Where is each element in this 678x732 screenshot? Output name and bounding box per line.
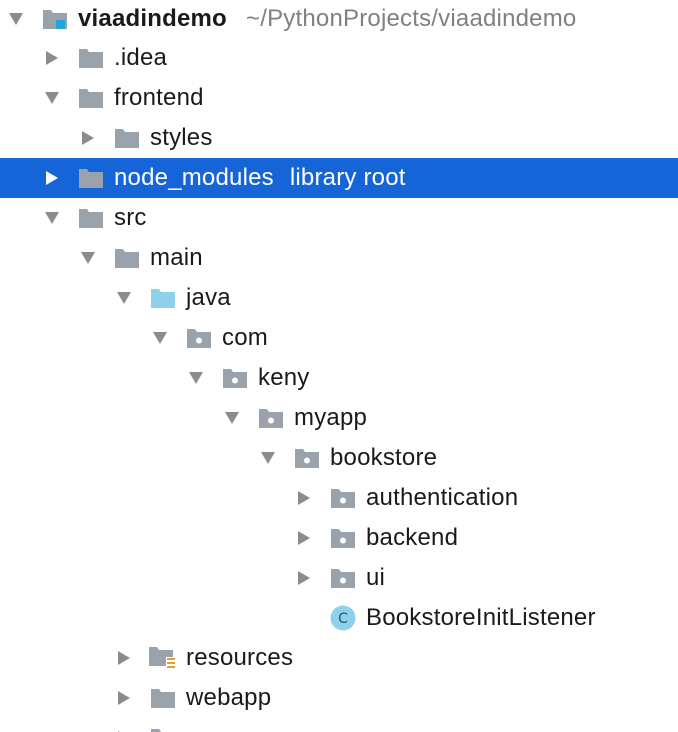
tree-row-partial[interactable] xyxy=(0,718,678,732)
tree-row-java[interactable]: java xyxy=(0,278,678,318)
chevron-down-icon[interactable] xyxy=(42,78,62,118)
folder-icon xyxy=(76,38,106,78)
package-icon xyxy=(328,478,358,518)
tree-row-idea[interactable]: .idea xyxy=(0,38,678,78)
tree-row-resources[interactable]: resources xyxy=(0,638,678,678)
package-icon xyxy=(292,438,322,478)
chevron-down-icon[interactable] xyxy=(78,238,98,278)
tree-item-label: webapp xyxy=(186,684,272,711)
package-icon xyxy=(184,318,214,358)
chevron-down-icon[interactable] xyxy=(258,438,278,478)
tree-item-label: frontend xyxy=(114,84,204,111)
folder-icon xyxy=(148,678,178,718)
chevron-down-icon[interactable] xyxy=(6,0,26,38)
tree-row-webapp[interactable]: webapp xyxy=(0,678,678,718)
chevron-right-icon[interactable] xyxy=(294,518,314,558)
chevron-right-icon[interactable] xyxy=(42,158,62,198)
folder-icon xyxy=(76,158,106,198)
package-icon xyxy=(328,558,358,598)
tree-row-project-root[interactable]: viaadindemo ~/PythonProjects/viaadindemo xyxy=(0,0,678,38)
tree-row-bookstore[interactable]: bookstore xyxy=(0,438,678,478)
project-path: ~/PythonProjects/viaadindemo xyxy=(246,5,577,32)
tree-row-keny[interactable]: keny xyxy=(0,358,678,398)
tree-item-label: styles xyxy=(150,124,213,151)
chevron-right-icon[interactable] xyxy=(114,678,134,718)
folder-icon xyxy=(76,198,106,238)
chevron-down-icon[interactable] xyxy=(114,278,134,318)
folder-icon xyxy=(148,718,178,732)
tree-item-label: resources xyxy=(186,644,294,671)
package-icon xyxy=(256,398,286,438)
resources-folder-icon xyxy=(148,638,178,678)
tree-item-label: ui xyxy=(366,564,386,591)
package-icon xyxy=(328,518,358,558)
folder-icon xyxy=(112,238,142,278)
tree-row-main[interactable]: main xyxy=(0,238,678,278)
tree-item-label: myapp xyxy=(294,404,368,431)
class-icon: C xyxy=(328,598,358,638)
chevron-down-icon[interactable] xyxy=(222,398,242,438)
tree-row-myapp[interactable]: myapp xyxy=(0,398,678,438)
library-root-hint: library root xyxy=(289,164,406,191)
project-name: viaadindemo xyxy=(78,5,227,32)
tree-item-label: BookstoreInitListener xyxy=(366,604,596,631)
tree-row-ui[interactable]: ui xyxy=(0,558,678,598)
tree-item-label: authentication xyxy=(366,484,519,511)
tree-row-src[interactable]: src xyxy=(0,198,678,238)
tree-item-label: node_modules library root xyxy=(114,158,406,198)
package-icon xyxy=(220,358,250,398)
tree-item-label: keny xyxy=(258,364,310,391)
tree-row-authentication[interactable]: authentication xyxy=(0,478,678,518)
chevron-down-icon[interactable] xyxy=(42,198,62,238)
chevron-right-icon[interactable] xyxy=(42,38,62,78)
tree-row-node-modules[interactable]: node_modules library root xyxy=(0,158,678,198)
folder-icon xyxy=(76,78,106,118)
chevron-down-icon[interactable] xyxy=(150,318,170,358)
tree-row-com[interactable]: com xyxy=(0,318,678,358)
chevron-right-icon[interactable] xyxy=(78,118,98,158)
tree-item-label: src xyxy=(114,204,147,231)
tree-item-label: bookstore xyxy=(330,444,438,471)
source-folder-icon xyxy=(148,278,178,318)
tree-item-label: java xyxy=(186,284,231,311)
chevron-right-icon[interactable] xyxy=(294,478,314,518)
tree-item-label: com xyxy=(222,324,268,351)
chevron-right-icon[interactable] xyxy=(114,718,134,732)
tree-row-backend[interactable]: backend xyxy=(0,518,678,558)
folder-icon xyxy=(112,118,142,158)
tree-item-label: backend xyxy=(366,524,459,551)
chevron-right-icon[interactable] xyxy=(114,638,134,678)
tree-item-label: .idea xyxy=(114,44,168,71)
module-folder-icon xyxy=(40,0,70,38)
tree-row-styles[interactable]: styles xyxy=(0,118,678,158)
node-modules-label: node_modules xyxy=(114,164,274,191)
tree-item-label: main xyxy=(150,244,203,271)
chevron-right-icon[interactable] xyxy=(294,558,314,598)
tree-row-frontend[interactable]: frontend xyxy=(0,78,678,118)
class-icon-letter: C xyxy=(338,611,348,627)
chevron-down-icon[interactable] xyxy=(186,358,206,398)
tree-row-bookstore-init-listener[interactable]: C BookstoreInitListener xyxy=(0,598,678,638)
